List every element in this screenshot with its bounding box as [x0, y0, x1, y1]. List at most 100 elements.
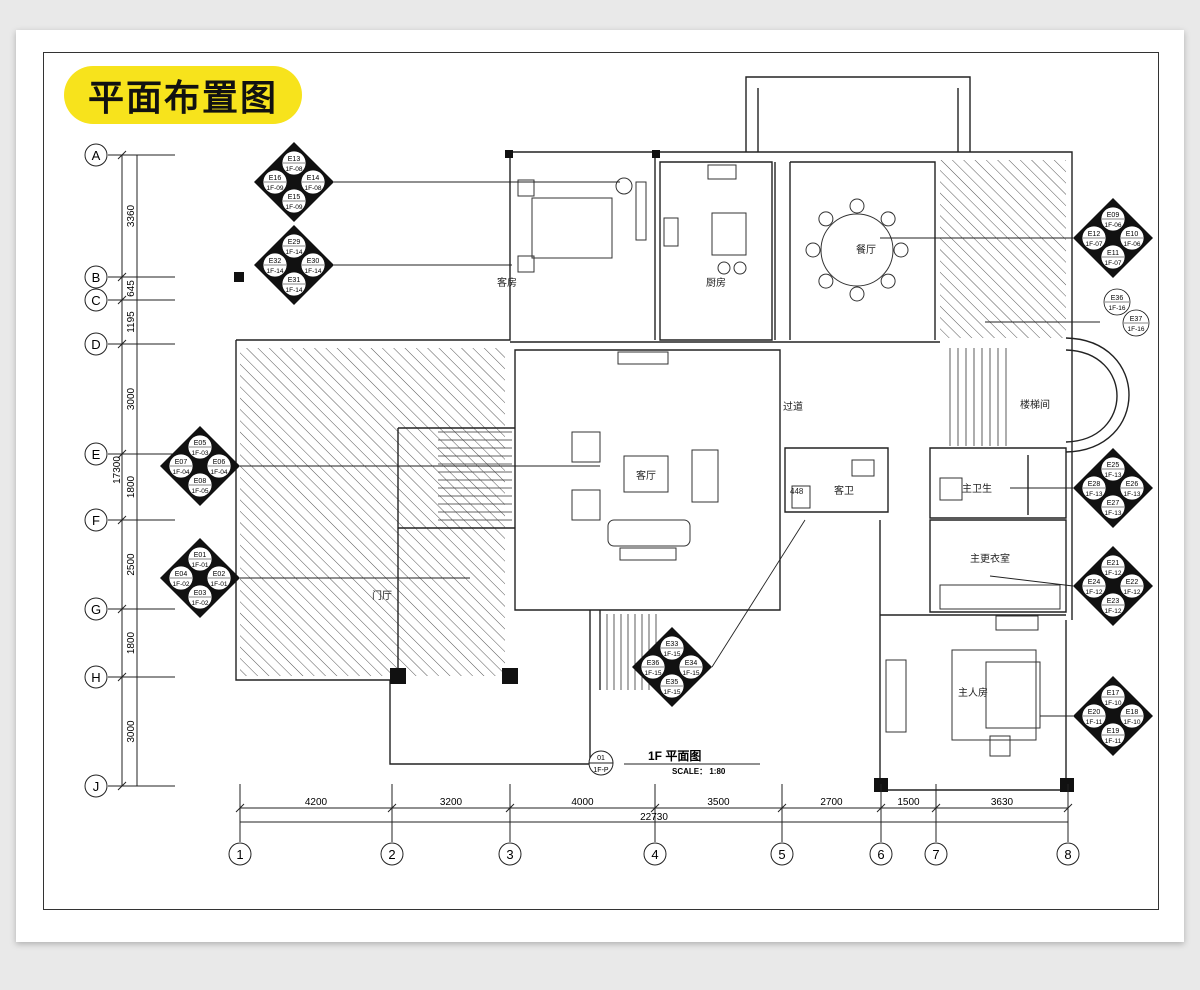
bay-window [1065, 337, 1130, 453]
room-label-guest: 客房 [497, 276, 517, 289]
row-tick [117, 295, 127, 305]
guest-bath-walls [784, 447, 889, 513]
col-dim-value: 4000 [571, 797, 594, 808]
row-axis-bubble [84, 442, 108, 466]
row-dim-value: 3000 [126, 720, 137, 743]
tag-ref: 1F-16 [1109, 305, 1126, 312]
tag-ref: 1F-12 [1105, 608, 1122, 615]
tag-ref: 1F-14 [267, 268, 284, 275]
tag-diamond [1073, 546, 1153, 626]
tag-ref: 1F-13 [1105, 472, 1122, 479]
tag-ref: 1F-14 [286, 249, 303, 256]
page-title: 平面布置图 [87, 77, 278, 118]
row-axis-bubble [84, 508, 108, 532]
dining-walls [790, 161, 936, 340]
row-axis-bubble [84, 774, 108, 798]
col-tick [505, 803, 515, 813]
tag-code: E03 [194, 590, 207, 597]
row-axis-label: B [92, 270, 101, 285]
view-ref-top: 01 [597, 755, 605, 762]
tag-ref: 1F-08 [305, 185, 322, 192]
tag-code: E11 [1107, 250, 1119, 257]
dining-table [820, 213, 894, 287]
row-dim-total: 17300 [112, 456, 123, 484]
tag-code: E31 [288, 277, 301, 284]
basin [851, 459, 875, 477]
tag-leader [711, 519, 806, 668]
foyer-walls [397, 427, 515, 670]
tag-code: E14 [307, 175, 320, 182]
tag-ref: 1F-06 [1105, 222, 1122, 229]
tag-leader [989, 575, 1074, 587]
tag-code: E26 [1126, 481, 1139, 488]
kitchen-island [711, 212, 747, 256]
tag-ref: 1F-02 [173, 581, 190, 588]
tag-code: E32 [269, 258, 282, 265]
row-axis-bubble [84, 332, 108, 356]
master-bath-walls [929, 447, 1067, 519]
col-axis-bubble [770, 842, 794, 866]
view-ref-bottom: 1F-P [593, 767, 609, 774]
dining-chair [818, 211, 834, 227]
kitchen-stove [663, 217, 679, 247]
col-tick [777, 803, 787, 813]
south-stair-walls [589, 610, 601, 760]
hatched-area-east [940, 160, 1066, 338]
coffee-table [623, 455, 669, 493]
tag-ref: 1F-15 [645, 670, 662, 677]
row-axis-label: H [91, 670, 100, 685]
dining-chair [893, 242, 909, 258]
armchair [571, 431, 601, 463]
row-axis-label: C [91, 293, 100, 308]
room-label-stair: 楼梯间 [1020, 398, 1050, 411]
tag-code: E35 [666, 679, 679, 686]
col-dim-value: 3630 [991, 797, 1014, 808]
tag-ref: 1F-11 [1086, 719, 1103, 726]
row-axis-label: A [92, 148, 101, 163]
drawing-title: 1F 平面图 [648, 749, 701, 763]
col-dim-total: 22730 [640, 812, 668, 823]
tag-diamond [254, 225, 334, 305]
furniture [517, 164, 1061, 757]
col-dim-value: 4200 [305, 797, 328, 808]
row-dim-value: 1800 [126, 631, 137, 654]
console [617, 351, 669, 365]
col-axis-label: 5 [778, 847, 785, 862]
tag-code: E19 [1107, 728, 1120, 735]
tag-ref: 1F-09 [286, 204, 303, 211]
tag-ref: 1F-14 [305, 268, 322, 275]
tag-ref: 1F-15 [683, 670, 700, 677]
device-label: 448 [790, 487, 804, 496]
tag-code: E04 [175, 571, 188, 578]
tag-code: E08 [194, 478, 207, 485]
tag-code: E18 [1126, 709, 1139, 716]
tag-ref: 1F-01 [211, 581, 228, 588]
row-tick [117, 150, 127, 160]
drawing-frame [43, 52, 1159, 910]
tag-code: E25 [1107, 462, 1120, 469]
master-desk [885, 659, 907, 733]
tag-ref: 1F-07 [1105, 260, 1122, 267]
room-label-kitchen: 厨房 [706, 276, 726, 289]
col-axis-bubble [924, 842, 948, 866]
tag-code: E22 [1126, 579, 1139, 586]
guest-desk [635, 181, 647, 241]
room-label-corridor: 过道 [783, 400, 803, 413]
tag-ref: 1F-13 [1086, 491, 1103, 498]
tag-code: E21 [1107, 560, 1120, 567]
tag-code: E34 [685, 660, 698, 667]
tag-ref: 1F-15 [664, 651, 681, 658]
tag-ref: 1F-08 [286, 166, 303, 173]
tag-code: E05 [194, 440, 207, 447]
col-axis-label: 6 [877, 847, 884, 862]
tag-ref: 1F-01 [192, 562, 209, 569]
tag-diamond [1073, 198, 1153, 278]
tag-diamond [1073, 676, 1153, 756]
row-axis-label: G [91, 602, 101, 617]
index-tags: E131F-08E161F-09E141F-08E151F-09E291F-14… [160, 142, 1153, 756]
